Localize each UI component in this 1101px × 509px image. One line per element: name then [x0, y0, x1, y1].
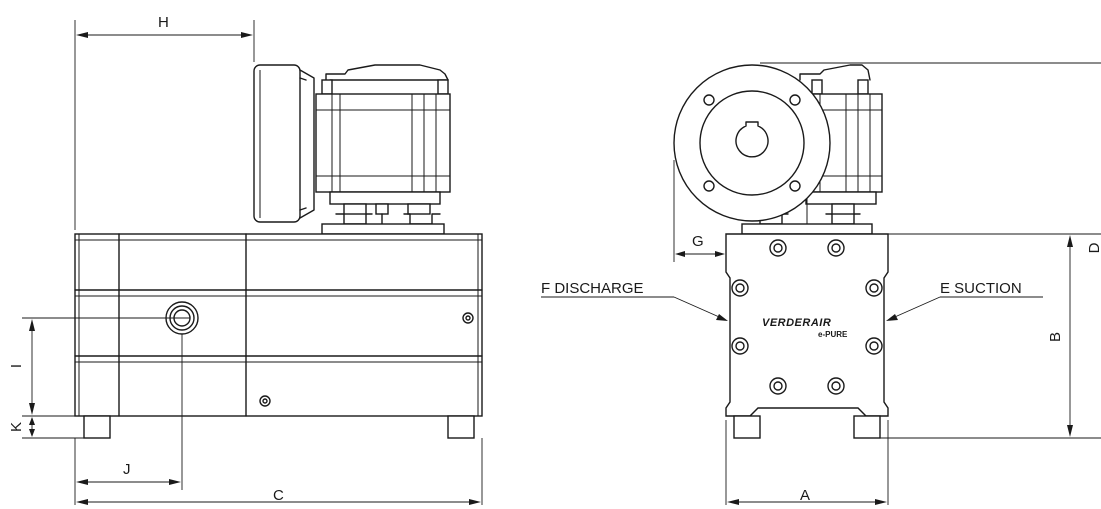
front-foot-left [733, 415, 761, 439]
dimension-k: K [8, 415, 84, 439]
callout-suction: E SUCTION [886, 280, 1043, 321]
dimension-i: I [8, 317, 174, 415]
callout-discharge: F DISCHARGE [541, 280, 728, 321]
dimension-label-h: H [158, 14, 169, 31]
suction-label: E SUCTION [940, 280, 1022, 297]
dimension-j: J [74, 334, 183, 505]
side-foot-right [447, 415, 475, 439]
front-foot-right [853, 415, 881, 439]
dimension-label-i: I [8, 364, 25, 368]
front-pump-body: VERDERAIR e-PURE [725, 233, 889, 417]
dimension-label-d: D [1086, 242, 1101, 253]
dimension-label-g: G [692, 233, 704, 250]
brand-logo-name: VERDERAIR [762, 317, 831, 329]
side-base-housing [74, 233, 483, 417]
dimension-label-b: B [1047, 332, 1064, 342]
front-view: VERDERAIR e-PURE G D B [541, 62, 1101, 505]
dimension-label-j: J [123, 461, 131, 478]
side-foot-left [83, 415, 111, 439]
dimension-a: A [725, 420, 889, 505]
discharge-label: F DISCHARGE [541, 280, 644, 297]
dimension-d: D [760, 62, 1101, 253]
dimension-g: G [673, 160, 725, 262]
side-motor-flange [253, 64, 315, 223]
dimension-b: B [880, 235, 1101, 439]
brand-logo-product: e-PURE [818, 330, 848, 339]
dimension-c: C [76, 438, 483, 505]
side-pump-head [315, 64, 451, 235]
dimension-label-a: A [800, 487, 810, 504]
dimension-h: H [74, 14, 255, 230]
dimension-label-c: C [273, 487, 284, 504]
side-view: H I K J [8, 14, 483, 505]
dimension-label-k: K [8, 422, 25, 432]
front-motor-flange [673, 64, 831, 222]
